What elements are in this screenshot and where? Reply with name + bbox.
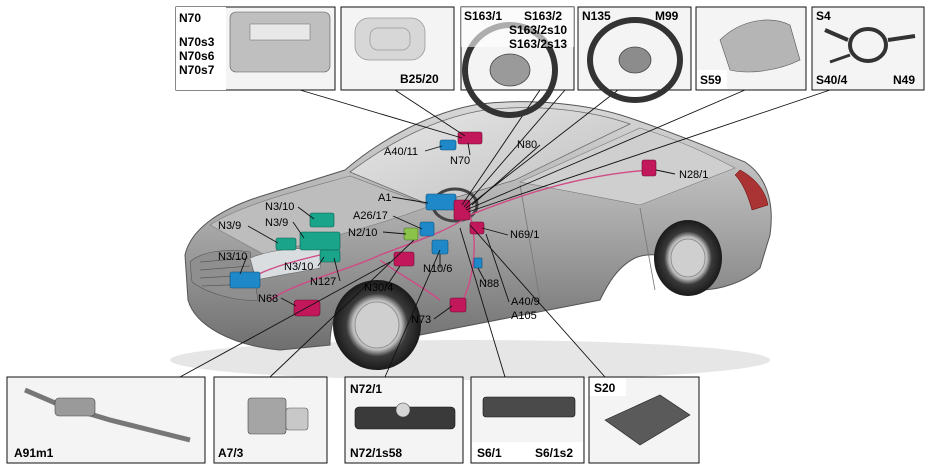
module-n73	[449, 297, 467, 313]
leader-lines	[179, 89, 831, 378]
label-n28-1: N28/1	[679, 169, 708, 181]
inset-panel-s59: S59	[695, 6, 807, 91]
label-n72-1s58: N72/1s58	[350, 446, 402, 460]
label-a91m1: A91m1	[14, 446, 54, 460]
module-n3-10-mid	[319, 249, 341, 263]
label-a40-11: A40/11	[384, 146, 418, 158]
inset-panel-n70: N70 N70s3 N70s6 N70s7	[175, 6, 336, 91]
inset-panel-n135: N135 M99	[577, 6, 692, 103]
label-s6-1s2: S6/1s2	[535, 446, 573, 460]
label-s4: S4	[816, 9, 831, 23]
module-n88	[473, 257, 483, 269]
label-n68: N68	[258, 293, 278, 305]
module-n30-4	[393, 251, 415, 267]
label-s163-2: S163/2	[524, 9, 562, 23]
module-n3-9	[299, 231, 341, 251]
label-n70s3: N70s3	[179, 35, 215, 49]
label-n10-6: N10/6	[423, 263, 452, 275]
module-n2-10	[403, 227, 419, 241]
label-b25-20: B25/20	[400, 72, 439, 86]
label-n3-10-mid: N3/10	[284, 261, 313, 273]
inset-panel-s6-1: S6/1 S6/1s2	[470, 376, 585, 464]
label-n135: N135	[582, 9, 611, 23]
label-s163-1: S163/1	[464, 9, 502, 23]
label-n72-1: N72/1	[350, 382, 382, 396]
module-n28-1	[641, 159, 657, 177]
label-n69-1: N69/1	[510, 229, 539, 241]
label-s163-2s10: S163/2s10	[509, 23, 567, 37]
inset-panel-s163: S163/1 S163/2 S163/2s10 S163/2s13	[460, 6, 575, 118]
label-n88: N88	[479, 278, 499, 290]
module-a1	[425, 193, 457, 211]
label-a40-9: A40/9	[511, 296, 540, 308]
label-n3-10-left: N3/10	[218, 251, 247, 263]
module-n3-10-top	[309, 212, 335, 228]
car-illustration	[170, 101, 772, 380]
label-n3-9-left: N3/9	[218, 220, 241, 232]
label-s59: S59	[700, 73, 722, 87]
module-n69-1	[469, 221, 485, 235]
inset-panel-s20: S20	[588, 376, 700, 464]
label-n2-10: N2/10	[348, 227, 377, 239]
label-n49: N49	[893, 73, 915, 87]
front-wheel	[333, 280, 421, 370]
inset-panel-b25-20: B25/20	[340, 6, 455, 91]
inset-panel-a7-3: A7/3	[213, 376, 328, 464]
rear-wheel	[654, 220, 722, 296]
label-a7-3: A7/3	[218, 446, 244, 460]
label-n73: N73	[411, 314, 431, 326]
label-n3-9-top: N3/9	[265, 217, 288, 229]
car-labels: A40/11 N70 N80 N28/1 A1 N3/10 N3/9 N3/9 …	[218, 139, 708, 326]
label-m99: M99	[655, 9, 679, 23]
inset-panel-s4: S4 S40/4 N49	[811, 6, 925, 91]
module-n3-9-left	[275, 237, 297, 251]
label-n3-10-top: N3/10	[265, 201, 294, 213]
label-n70: N70	[179, 11, 201, 25]
module-n10-6	[431, 239, 449, 255]
label-s40-4: S40/4	[816, 73, 848, 87]
inset-panel-n72-1: N72/1 N72/1s58	[344, 376, 464, 464]
inset-panel-a91m1: A91m1	[6, 376, 206, 464]
label-a105: A105	[511, 310, 537, 322]
label-n80: N80	[517, 139, 537, 151]
label-n127: N127	[310, 276, 336, 288]
label-n70-car: N70	[450, 155, 470, 167]
module-a40-11	[439, 139, 457, 151]
label-a26-17: A26/17	[353, 210, 388, 222]
label-n70s6: N70s6	[179, 49, 215, 63]
label-s20: S20	[594, 381, 616, 395]
label-a1: A1	[378, 192, 391, 204]
label-n30-4: N30/4	[364, 282, 393, 294]
label-s6-1: S6/1	[477, 446, 502, 460]
label-s163-2s13: S163/2s13	[509, 37, 567, 51]
label-n70s7: N70s7	[179, 63, 215, 77]
module-n3-10-left	[229, 271, 261, 289]
module-a26-17	[419, 221, 435, 237]
